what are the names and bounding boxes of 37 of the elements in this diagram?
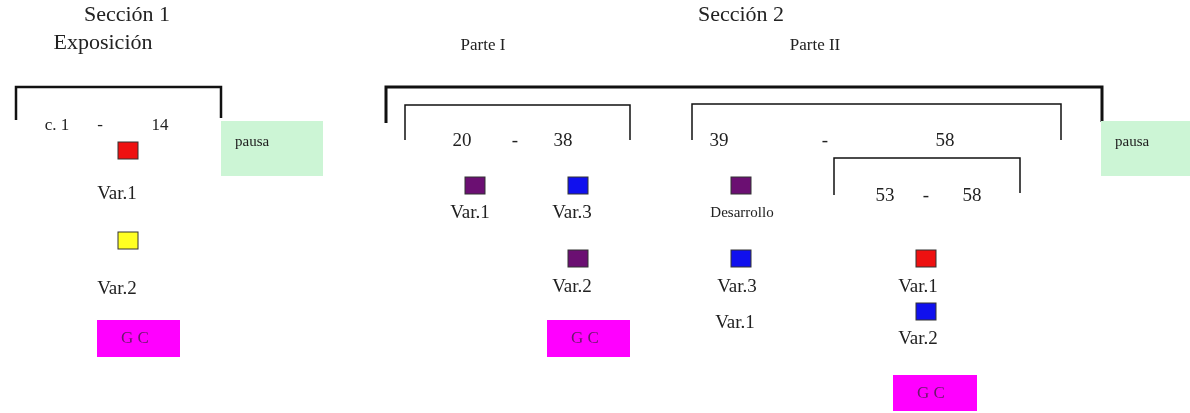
section-box <box>97 320 180 357</box>
section-label: Parte I <box>460 36 506 55</box>
section-label: Var.2 <box>552 276 592 297</box>
section-box <box>547 320 630 357</box>
section-label: Exposición <box>53 30 153 55</box>
measure-number: 58 <box>935 130 955 151</box>
pause-box <box>221 121 323 176</box>
section-label: Var.2 <box>898 328 938 349</box>
measure-number: 14 <box>151 116 169 135</box>
section-label: Desarrollo <box>710 204 774 221</box>
measure-number: - <box>922 185 930 206</box>
section-label: c. 1 <box>44 116 70 135</box>
box-label: G C <box>121 328 149 348</box>
section-label: Var.3 <box>552 202 592 223</box>
measure-number: 20 <box>452 130 472 151</box>
measure-number: - <box>821 130 829 151</box>
section-label: Var.1 <box>715 312 755 333</box>
section-label: Sección 1 <box>83 2 171 27</box>
section-label: Var.1 <box>97 183 137 204</box>
section-label: Var.3 <box>717 276 757 297</box>
section-label: Sección 2 <box>697 2 785 27</box>
measure-number: - <box>511 130 519 151</box>
measure-number: - <box>97 116 103 135</box>
section-box <box>893 375 977 411</box>
box-label: G C <box>571 328 599 348</box>
measure-number: 53 <box>875 185 895 206</box>
pause-box <box>1101 121 1190 176</box>
section-label: Var.2 <box>97 278 137 299</box>
measure-number: 39 <box>709 130 729 151</box>
section-label: Var.1 <box>898 276 938 297</box>
box-label: pausa <box>235 133 270 150</box>
box-label: G C <box>917 383 945 403</box>
measure-number: 58 <box>962 185 982 206</box>
measure-number: 38 <box>553 130 573 151</box>
box-label: pausa <box>1115 133 1150 150</box>
section-label: Var.1 <box>450 202 490 223</box>
section-label: Parte II <box>789 36 841 55</box>
